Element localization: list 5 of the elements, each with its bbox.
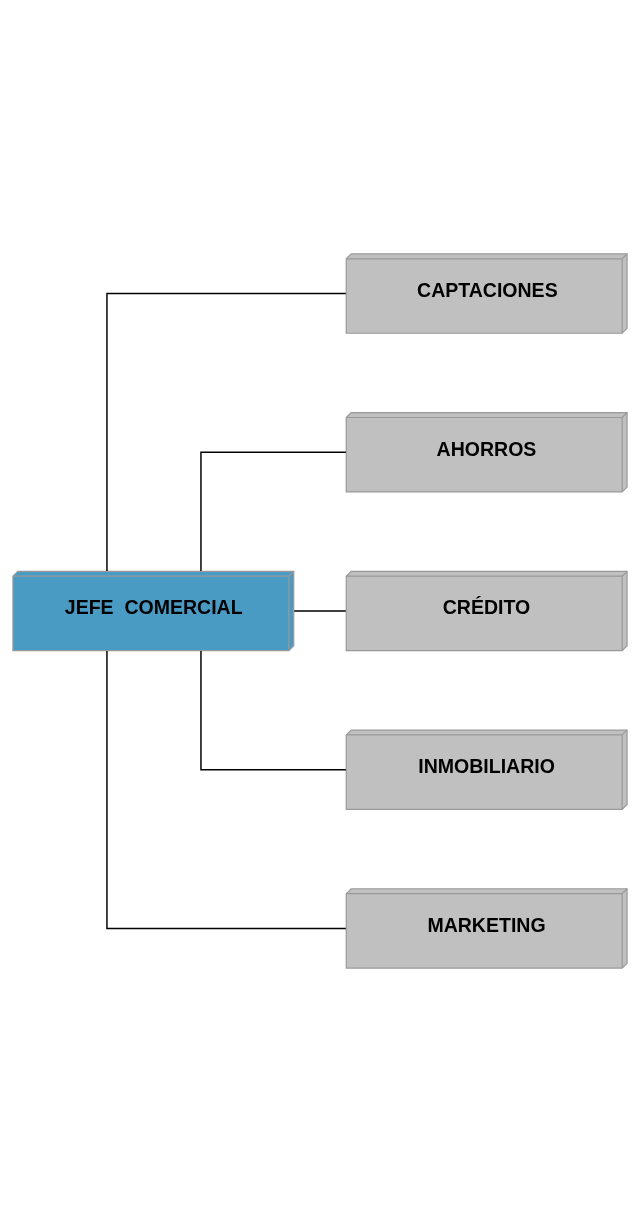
connector — [293, 610, 347, 612]
connector — [106, 292, 347, 572]
connector — [200, 451, 347, 572]
connector — [106, 650, 347, 930]
connector — [200, 650, 347, 771]
